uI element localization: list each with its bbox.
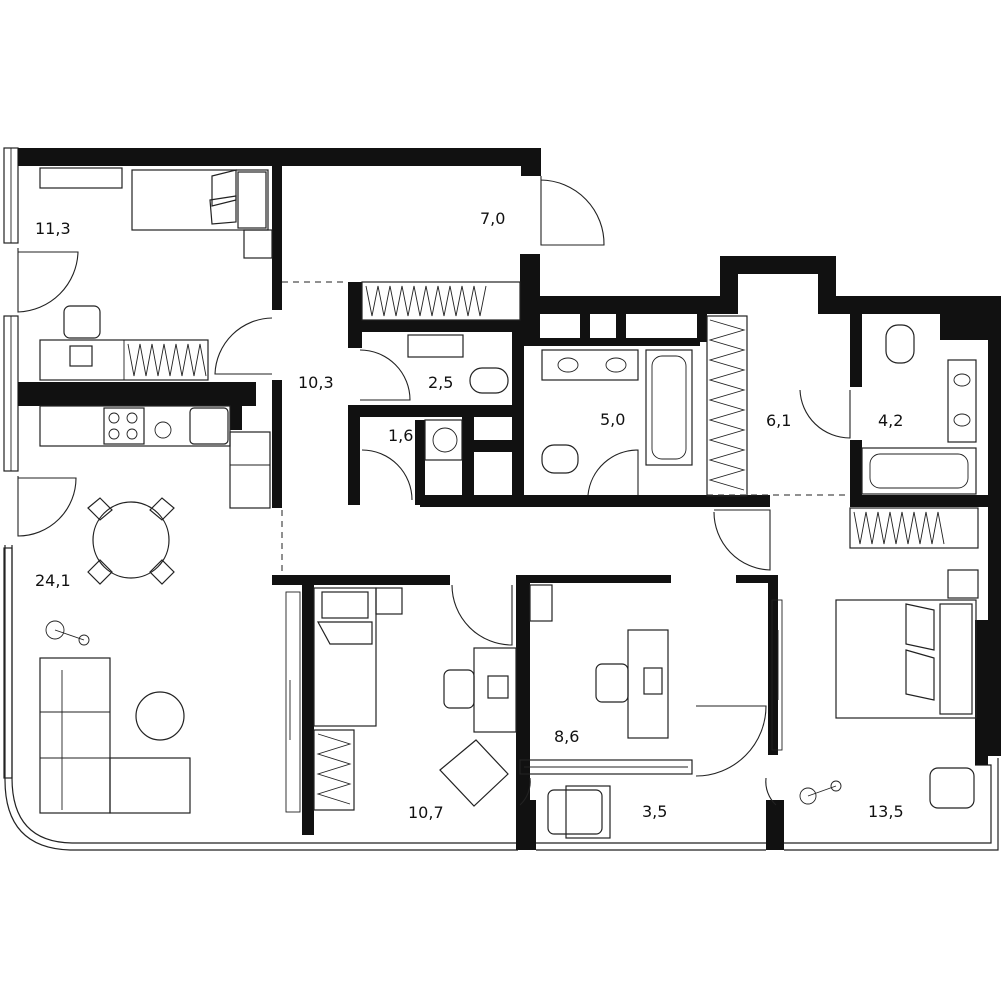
doors <box>17 176 851 813</box>
walls <box>18 148 1001 850</box>
dashed-openings <box>281 281 850 575</box>
area-label-study: 8,6 <box>554 727 579 746</box>
room-labels: 11,3 7,0 10,3 2,5 1,6 5,0 6,1 4,2 24,1 1… <box>35 209 904 822</box>
area-label-corridor-north: 7,0 <box>480 209 505 228</box>
area-label-toilet: 2,5 <box>428 373 453 392</box>
area-label-balcony: 3,5 <box>642 802 667 821</box>
area-label-bathroom-main: 5,0 <box>600 410 625 429</box>
windows-west <box>3 147 19 779</box>
furniture <box>39 167 979 839</box>
area-label-laundry: 1,6 <box>388 426 413 445</box>
area-label-living-kitchen: 24,1 <box>35 571 71 590</box>
area-label-master-bedroom: 13,5 <box>868 802 904 821</box>
area-label-bedroom-west: 11,3 <box>35 219 71 238</box>
area-label-bedroom-south: 10,7 <box>408 803 444 822</box>
exterior-outline <box>4 545 999 851</box>
area-label-hallway: 10,3 <box>298 373 334 392</box>
area-label-bathroom-ensuite: 4,2 <box>878 411 903 430</box>
area-label-dressing-room: 6,1 <box>766 411 791 430</box>
